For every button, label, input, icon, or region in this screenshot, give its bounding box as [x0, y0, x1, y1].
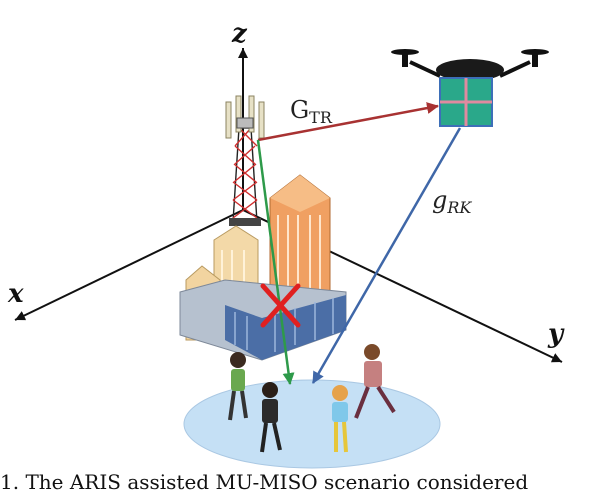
- x-axis-label: x: [7, 279, 24, 309]
- buildings-icon: [179, 174, 347, 361]
- x-axis: [14, 209, 244, 321]
- drone-ris-icon: [391, 49, 549, 127]
- user-group-icon: [228, 344, 396, 453]
- figure-caption: 1. The ARIS assisted MU-MISO scenario co…: [0, 470, 529, 494]
- link-ris-to-users: [311, 127, 462, 384]
- label-tower-to-ris: GTR: [290, 96, 333, 127]
- user-icon: [228, 352, 248, 421]
- link-tower-to-ris: [257, 102, 439, 142]
- link-tower-to-users-blocked: [256, 139, 295, 385]
- label-ris-to-users: gRK: [432, 186, 472, 217]
- y-axis-label: y: [547, 319, 565, 349]
- z-axis-label: z: [231, 19, 248, 49]
- user-icon: [354, 344, 396, 419]
- base-station-tower-icon: [225, 95, 265, 226]
- user-icon: [260, 382, 282, 453]
- coverage-area: [183, 379, 441, 469]
- user-icon: [332, 385, 348, 453]
- blocked-path-icon: [260, 283, 301, 328]
